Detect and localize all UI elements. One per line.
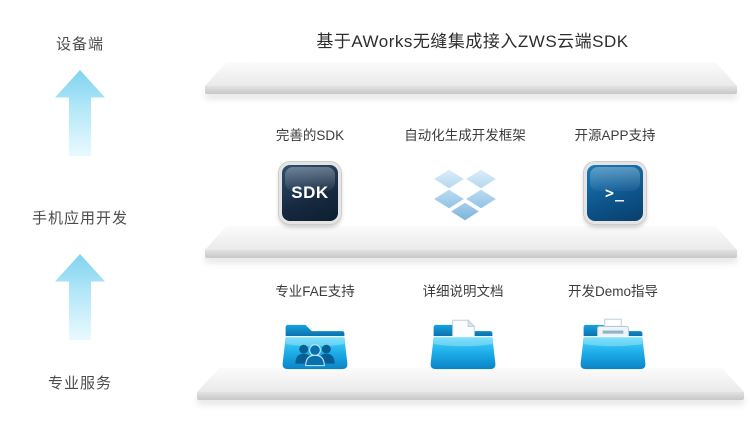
icon-slot — [282, 316, 348, 372]
service-item-demo: 开发Demo指导 — [523, 280, 703, 372]
sdk-badge-text: SDK — [291, 183, 329, 202]
shelf-surface — [205, 226, 737, 250]
icon-slot — [430, 316, 496, 372]
service-label: 详细说明文档 — [422, 284, 504, 299]
icon-slot — [580, 316, 646, 372]
service-label: 专业FAE支持 — [275, 284, 355, 299]
terminal-icon: >_ — [584, 162, 646, 224]
feature-item-open-app: 开源APP支持 >_ — [525, 124, 705, 224]
page-title: 基于AWorks无缝集成接入ZWS云端SDK — [316, 32, 629, 51]
icon-slot: SDK — [279, 160, 341, 224]
service-item-fae: 专业FAE支持 — [225, 280, 405, 372]
shelf-top — [205, 62, 737, 94]
shelf-middle — [205, 226, 737, 258]
feature-label: 完善的SDK — [275, 128, 345, 143]
left-label-mobile-app-dev: 手机应用开发 — [31, 210, 128, 227]
shelf-surface — [205, 62, 737, 86]
feature-item-framework: 自动化生成开发框架 — [375, 124, 555, 224]
left-label-device: 设备端 — [55, 36, 104, 53]
feature-label: 开源APP支持 — [574, 128, 656, 143]
shelf-edge — [197, 392, 744, 400]
icon-slot: >_ — [584, 160, 646, 224]
service-item-docs: 详细说明文档 — [373, 280, 553, 372]
terminal-prompt-text: >_ — [604, 184, 626, 202]
up-arrow-icon — [55, 254, 105, 340]
team-folder-icon — [282, 323, 348, 371]
up-arrow-icon — [55, 70, 105, 156]
document-folder-icon — [430, 319, 496, 371]
icon-slot — [433, 160, 497, 224]
service-label: 开发Demo指导 — [567, 284, 658, 299]
open-box-icon — [433, 168, 497, 222]
shelf-edge — [205, 86, 737, 94]
sdk-badge-icon: SDK — [279, 162, 341, 224]
shelf-bottom — [197, 368, 744, 400]
feature-label: 自动化生成开发框架 — [404, 128, 526, 143]
shelf-edge — [205, 250, 737, 258]
feature-item-sdk: 完善的SDK SDK — [220, 124, 400, 224]
printer-folder-icon — [580, 318, 646, 371]
left-label-pro-services: 专业服务 — [47, 375, 112, 392]
shelf-surface — [197, 368, 744, 392]
